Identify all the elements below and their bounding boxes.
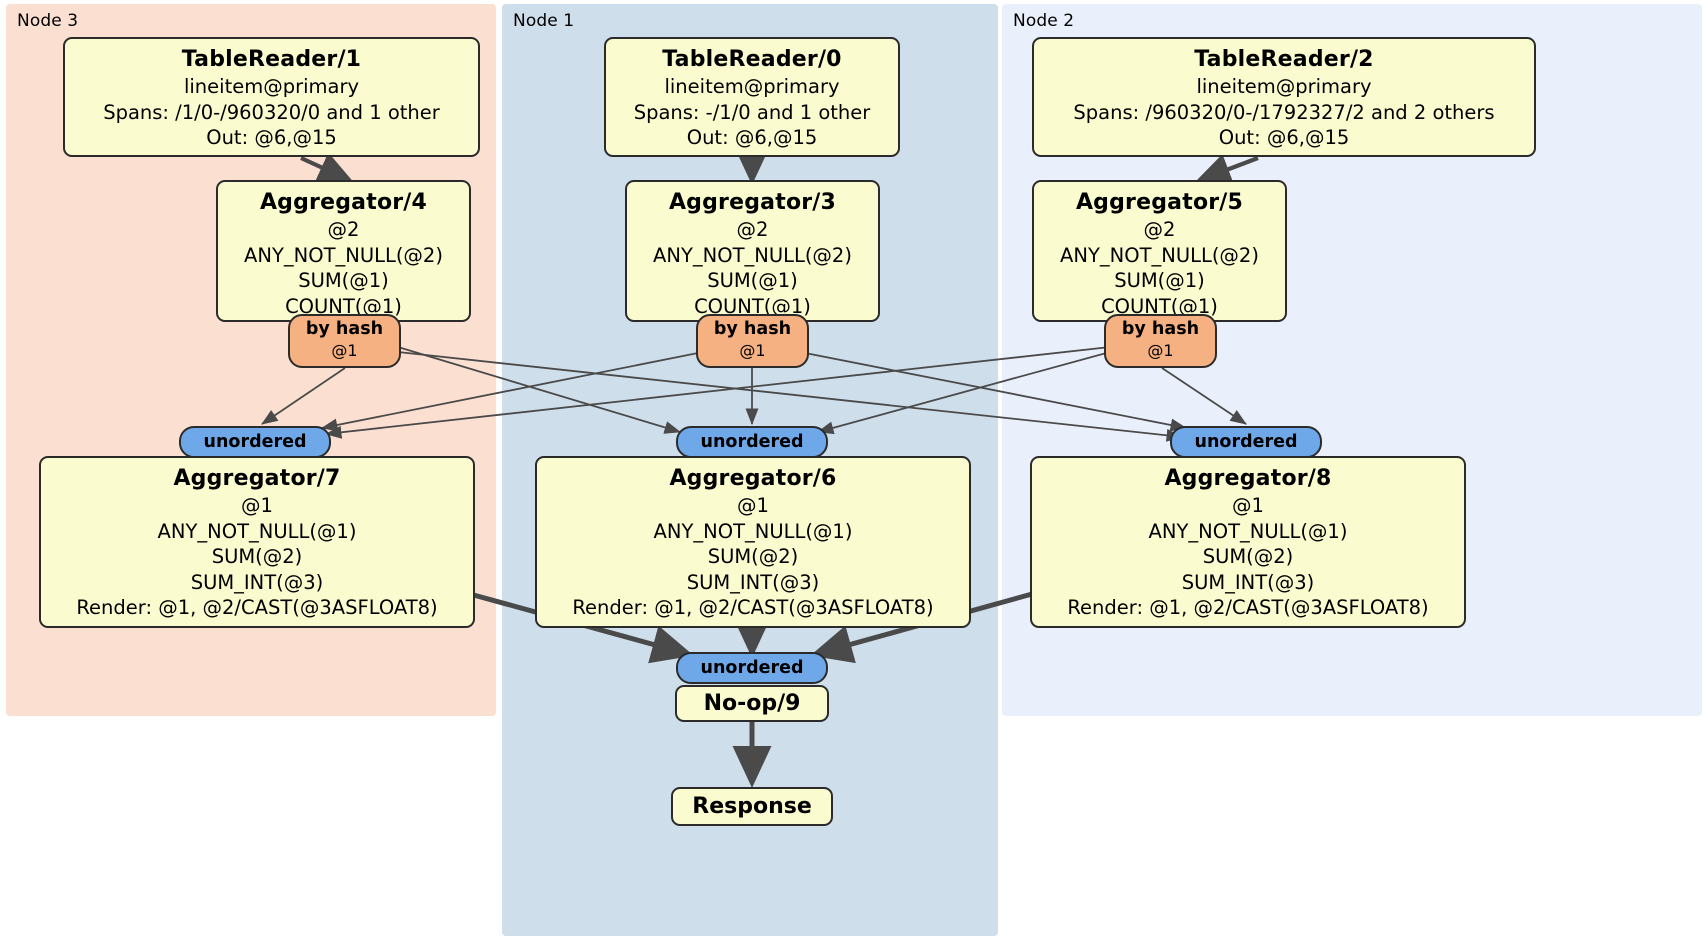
processor-line: lineitem@primary (1196, 75, 1372, 98)
processor-line: Spans: /1/0-/960320/0 and 1 other (103, 100, 440, 124)
router-badge-column: @1 (739, 341, 766, 360)
processor-title: TableReader/1 (181, 47, 362, 72)
processor-line: COUNT(@1) (285, 294, 402, 318)
processor-line: lineitem@primary (664, 75, 840, 98)
processor-box-aggregator-3[interactable]: Aggregator/3 @2 ANY_NOT_NULL(@2) SUM(@1)… (625, 180, 880, 322)
input-badge-label: unordered (700, 432, 804, 452)
processor-line: @1 (737, 494, 769, 517)
processor-line: @2 (1143, 218, 1176, 241)
router-badge-label: by hash (305, 319, 384, 339)
processor-line: SUM_INT(@3) (686, 570, 820, 594)
processor-line: Render: @1, @2/CAST(@3ASFLOAT8) (76, 596, 438, 619)
processor-title: Aggregator/8 (1164, 466, 1332, 491)
processor-line: ANY_NOT_NULL(@2) (653, 243, 852, 267)
processor-line: Out: @6,@15 (686, 126, 818, 149)
router-badge-label: by hash (1121, 319, 1200, 339)
processor-line: SUM_INT(@3) (190, 570, 324, 594)
router-badge-column: @1 (1147, 341, 1174, 360)
processor-line: SUM(@2) (1202, 545, 1294, 568)
processor-line: @2 (327, 218, 360, 241)
node-label-node3: Node 3 (17, 11, 79, 31)
input-badge-label: unordered (203, 432, 307, 452)
node-label-node1: Node 1 (513, 11, 575, 31)
processor-line: SUM(@2) (211, 545, 303, 568)
processor-line: SUM(@1) (707, 269, 798, 292)
processor-line: ANY_NOT_NULL(@2) (1060, 243, 1259, 267)
processor-line: ANY_NOT_NULL(@1) (1148, 519, 1348, 543)
processor-title: Aggregator/6 (669, 466, 837, 491)
processor-title: TableReader/2 (1194, 47, 1374, 72)
processor-line: lineitem@primary (183, 75, 360, 98)
router-badge-label: by hash (713, 319, 792, 339)
processor-title: Aggregator/7 (173, 466, 341, 491)
processor-box-table-reader-2[interactable]: TableReader/2 lineitem@primary Spans: /9… (1032, 37, 1536, 157)
input-badge-unordered-7[interactable]: unordered (179, 426, 331, 458)
node-label-node2: Node 2 (1013, 11, 1075, 31)
input-badge-unordered-9[interactable]: unordered (676, 652, 828, 684)
processor-line: COUNT(@1) (1101, 294, 1218, 318)
processor-box-response[interactable]: Response (671, 787, 833, 826)
processor-line: Out: @6,@15 (206, 126, 337, 149)
processor-line: @1 (241, 494, 273, 517)
processor-box-aggregator-5[interactable]: Aggregator/5 @2 ANY_NOT_NULL(@2) SUM(@1)… (1032, 180, 1287, 322)
processor-line: Render: @1, @2/CAST(@3ASFLOAT8) (572, 596, 934, 619)
router-badge-column: @1 (331, 341, 358, 360)
processor-title: Aggregator/5 (1075, 190, 1244, 215)
processor-box-table-reader-0[interactable]: TableReader/0 lineitem@primary Spans: -/… (604, 37, 900, 157)
input-badge-unordered-8[interactable]: unordered (1170, 426, 1322, 458)
processor-line: Spans: /960320/0-/1792327/2 and 2 others (1073, 100, 1495, 124)
processor-line: ANY_NOT_NULL(@1) (653, 519, 853, 543)
processor-title: Response (692, 794, 812, 819)
processor-line: SUM(@2) (707, 545, 799, 568)
processor-title: Aggregator/3 (668, 190, 837, 215)
router-badge-hash-5[interactable]: by hash @1 (1104, 314, 1217, 368)
input-badge-unordered-6[interactable]: unordered (676, 426, 828, 458)
processor-line: SUM(@1) (298, 269, 389, 292)
processor-line: Spans: -/1/0 and 1 other (633, 100, 871, 124)
processor-line: ANY_NOT_NULL(@2) (244, 243, 443, 267)
processor-line: Render: @1, @2/CAST(@3ASFLOAT8) (1067, 596, 1429, 619)
processor-title: No-op/9 (703, 691, 801, 716)
processor-box-aggregator-8[interactable]: Aggregator/8 @1 ANY_NOT_NULL(@1) SUM(@2)… (1030, 456, 1466, 628)
router-badge-hash-4[interactable]: by hash @1 (288, 314, 401, 368)
processor-box-table-reader-1[interactable]: TableReader/1 lineitem@primary Spans: /1… (63, 37, 480, 157)
processor-line: SUM(@1) (1114, 269, 1205, 292)
processor-box-aggregator-6[interactable]: Aggregator/6 @1 ANY_NOT_NULL(@1) SUM(@2)… (535, 456, 971, 628)
processor-line: COUNT(@1) (694, 294, 811, 318)
input-badge-label: unordered (1194, 432, 1298, 452)
processor-line: Out: @6,@15 (1218, 126, 1350, 149)
processor-box-aggregator-7[interactable]: Aggregator/7 @1 ANY_NOT_NULL(@1) SUM(@2)… (39, 456, 475, 628)
processor-line: SUM_INT(@3) (1181, 570, 1315, 594)
router-badge-hash-3[interactable]: by hash @1 (696, 314, 809, 368)
processor-box-noop-9[interactable]: No-op/9 (675, 685, 829, 722)
processor-line: ANY_NOT_NULL(@1) (157, 519, 357, 543)
processor-line: @2 (736, 218, 769, 241)
processor-line: @1 (1232, 494, 1264, 517)
processor-title: Aggregator/4 (259, 190, 428, 215)
input-badge-label: unordered (700, 658, 804, 678)
processor-title: TableReader/0 (662, 47, 842, 72)
processor-box-aggregator-4[interactable]: Aggregator/4 @2 ANY_NOT_NULL(@2) SUM(@1)… (216, 180, 471, 322)
